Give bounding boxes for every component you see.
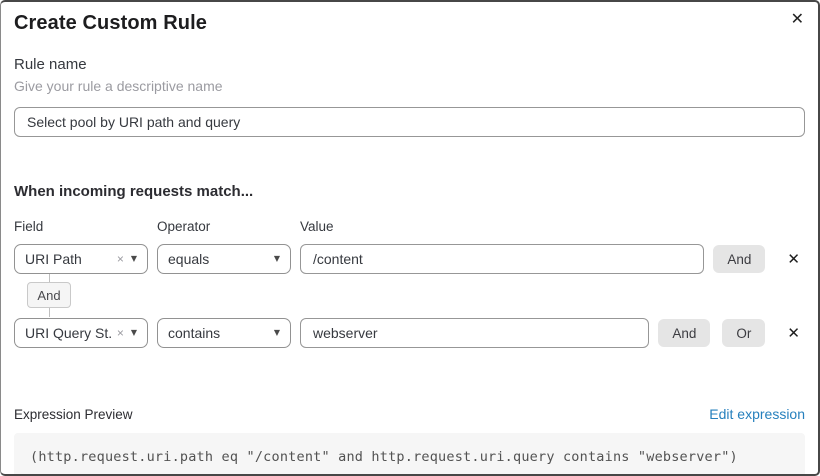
and-button[interactable]: And [658,319,711,347]
value-input[interactable] [300,318,650,348]
close-icon[interactable]: ✕ [787,7,808,31]
operator-select[interactable]: equals ▼ [157,244,291,274]
value-input[interactable] [300,244,705,274]
column-label-field: Field [14,219,44,234]
chevron-down-icon: ▼ [273,328,280,337]
clear-field-icon[interactable]: × [116,326,124,340]
remove-condition-icon[interactable]: ✕ [782,250,805,269]
or-button[interactable]: Or [722,319,766,347]
field-select[interactable]: URI Path × ▼ [14,244,148,274]
condition-connector: And [14,274,805,318]
and-button[interactable]: And [713,245,766,273]
edit-expression-link[interactable]: Edit expression [709,406,805,422]
connector-line [49,308,50,317]
chevron-down-icon: ▼ [273,254,280,263]
rule-name-input[interactable] [14,107,805,137]
connector-line [49,274,50,282]
expression-code: (http.request.uri.path eq "/content" and… [14,433,805,474]
column-label-value: Value [300,219,334,234]
rule-name-helper: Give your rule a descriptive name [14,78,223,94]
condition-row: URI Query St... × ▼ contains ▼ And Or ✕ [14,318,805,348]
page-title: Create Custom Rule [14,12,207,34]
match-heading: When incoming requests match... [14,183,254,200]
remove-condition-icon[interactable]: ✕ [782,324,805,343]
condition-column-labels: Field Operator Value [14,219,805,234]
field-select-value: URI Query St... [25,325,113,341]
operator-select-value: contains [168,325,221,341]
clear-field-icon[interactable]: × [116,252,124,266]
rule-name-label: Rule name [14,56,87,73]
expression-preview-label: Expression Preview [14,406,133,422]
column-label-operator: Operator [157,219,211,234]
field-select-value: URI Path [25,251,82,267]
and-connector-badge: And [27,282,71,308]
chevron-down-icon: ▼ [130,254,137,263]
operator-select-value: equals [168,251,210,267]
condition-row: URI Path × ▼ equals ▼ And ✕ [14,244,805,274]
operator-select[interactable]: contains ▼ [157,318,291,348]
field-select[interactable]: URI Query St... × ▼ [14,318,148,348]
chevron-down-icon: ▼ [130,328,137,337]
